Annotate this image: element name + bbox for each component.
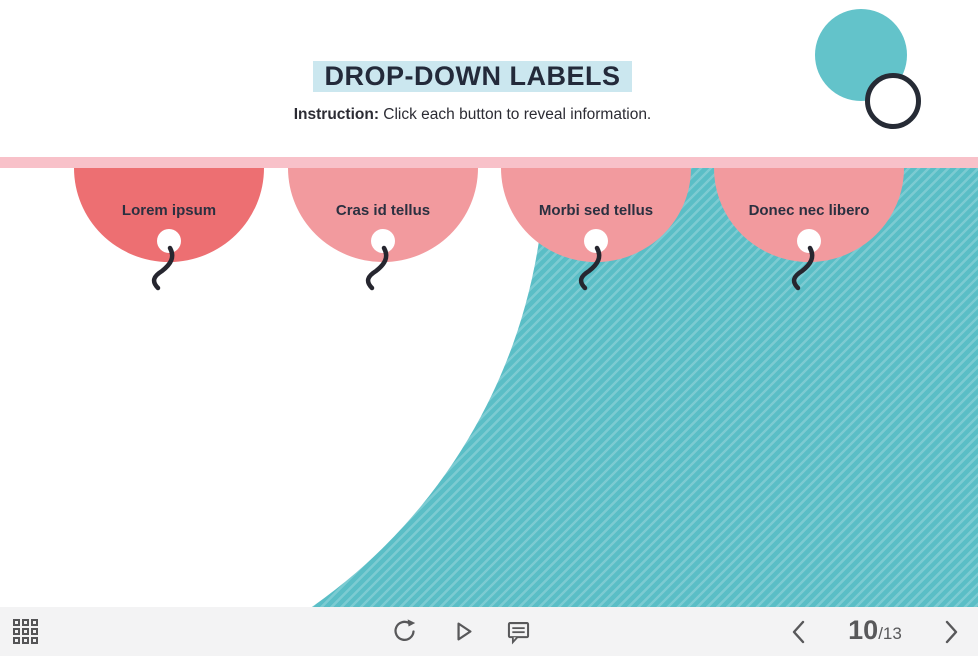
pull-string-squiggle <box>791 245 815 291</box>
pull-string-squiggle <box>578 245 602 291</box>
drop-button-label: Cras id tellus <box>335 202 431 219</box>
instruction-label: Instruction: <box>293 106 379 123</box>
comment-icon[interactable] <box>505 618 532 645</box>
divider-bar <box>0 157 978 168</box>
pull-string-squiggle <box>151 245 175 291</box>
pull-string-squiggle <box>365 245 389 291</box>
instruction-body: Click each button to reveal information. <box>383 106 652 123</box>
instruction-text: Instruction: Click each button to reveal… <box>0 106 945 124</box>
page-current: 10 <box>848 615 879 645</box>
next-icon[interactable] <box>941 619 961 645</box>
player-bar: 10/13 <box>0 607 978 656</box>
replay-icon[interactable] <box>391 618 418 645</box>
page-title: DROP-DOWN LABELS <box>312 61 633 92</box>
header: DROP-DOWN LABELS Instruction: Click each… <box>0 0 945 124</box>
white-stage-circle <box>0 168 545 607</box>
menu-grid-icon[interactable] <box>13 619 38 644</box>
play-icon[interactable] <box>449 618 476 645</box>
drop-button-label: Donec nec libero <box>748 202 870 219</box>
page-count: 10/13 <box>820 615 930 646</box>
prev-icon[interactable] <box>789 619 809 645</box>
drop-button-label: Morbi sed tellus <box>538 202 654 219</box>
drop-button-label: Lorem ipsum <box>121 202 217 219</box>
page-total: /13 <box>878 624 902 643</box>
outline-ring-circle <box>865 73 921 129</box>
